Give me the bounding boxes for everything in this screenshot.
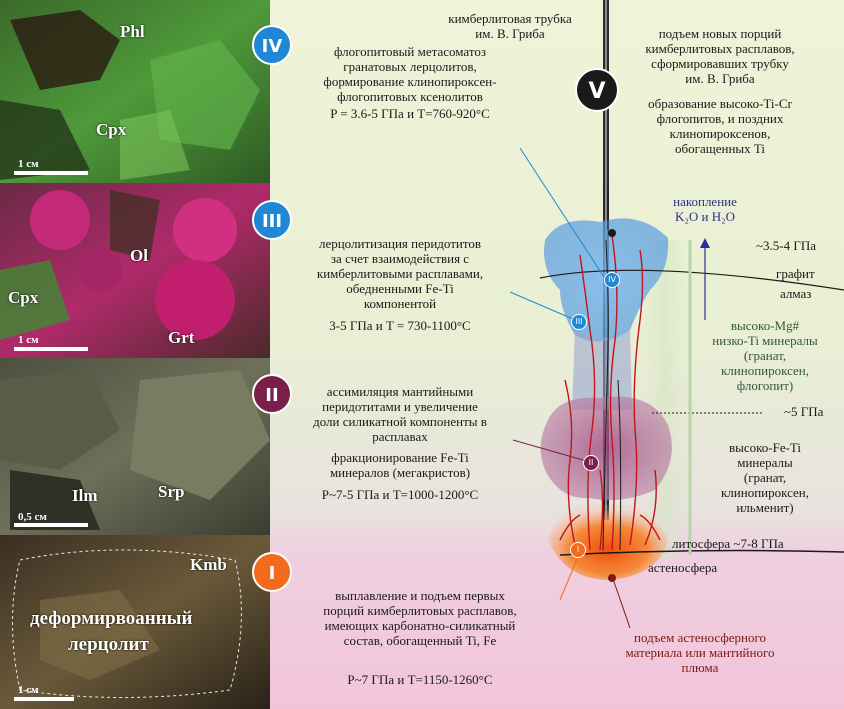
stage-I-text: выплавление и подъем первых — [285, 588, 555, 603]
lithosphere-label: литосфера ~7-8 ГПа — [672, 536, 784, 551]
stage-III-text: компонентой — [280, 296, 520, 311]
photo-label-cpx: Cpx — [8, 288, 38, 308]
stage-III-text: обедненными Fe-Ti — [280, 281, 520, 296]
stage-V-text: флогопитов, и поздних — [620, 111, 820, 126]
plume-text: материала или мантийного — [600, 645, 800, 660]
photo-label-kmb: Kmb — [190, 555, 227, 575]
pressure-5: ~5 ГПа — [784, 404, 823, 419]
photo-scale: 0,5 см — [18, 511, 47, 523]
photo-label-srp: Srp — [158, 482, 184, 502]
diamond-label: алмаз — [780, 286, 811, 301]
plume-marker-II: II — [583, 455, 599, 471]
stage-V-text: сформировавших трубку — [620, 56, 820, 71]
plume-text: подъем астеносферного — [600, 630, 800, 645]
stage-IV-pt: P = 3.6-5 ГПа и T=760-920°C — [290, 106, 530, 121]
high-fe-text: ильменит) — [695, 500, 835, 515]
stage-I-pt: P~7 ГПа и T=1150-1260°C — [285, 672, 555, 687]
plume-marker-IV: IV — [604, 272, 620, 288]
stage-V-text: образование высоко-Ti-Cr — [620, 96, 820, 111]
stage-badge-I: I — [252, 552, 292, 592]
stage-III-text: лерцолитизация перидотитов — [280, 236, 520, 251]
stage-badge-V: V — [575, 68, 619, 112]
high-fe-text: клинопироксен, — [695, 485, 835, 500]
stage-V-text: обогащенных Ti — [620, 141, 820, 156]
stage-IV-text: флогопитовых ксенолитов — [290, 89, 530, 104]
stage-I-text: порций кимберлитовых расплавов, — [285, 603, 555, 618]
stage-V-text: кимберлитовых расплавов, — [620, 41, 820, 56]
plume-text: плюма — [600, 660, 800, 675]
photo-stage-III — [0, 183, 270, 358]
stage-V-text: им. В. Гриба — [620, 71, 820, 86]
pressure-3-5-4: ~3.5-4 ГПа — [756, 238, 816, 253]
stage-V-text: клинопироксенов, — [620, 126, 820, 141]
stage-V-text: подъем новых порций — [620, 26, 820, 41]
photo-label-phl: Phl — [120, 22, 145, 42]
plume-marker-I: I — [570, 542, 586, 558]
stage-IV-text: формирование клинопироксен- — [290, 74, 530, 89]
photo-scale: 1 см — [18, 334, 39, 346]
stage-II-text: расплавах — [280, 429, 520, 444]
high-fe-text: (гранат, — [695, 470, 835, 485]
high-mg-text: клинопироксен, — [695, 363, 835, 378]
pipe-title-line2: им. В. Гриба — [420, 26, 600, 41]
high-mg-text: низко-Ti минералы — [695, 333, 835, 348]
k2o-text: K₂O и H₂O — [640, 209, 770, 224]
stage-badge-IV: IV — [252, 25, 292, 65]
stage-II-pt: P~7-5 ГПа и T=1000-1200°C — [280, 487, 520, 502]
stage-III-pt: 3-5 ГПа и T = 730-1100°C — [280, 318, 520, 333]
stage-III-text: кимберлитовыми расплавами, — [280, 266, 520, 281]
graphite-label: графит — [776, 266, 815, 281]
high-mg-text: высоко-Mg# — [695, 318, 835, 333]
pipe-title-line1: кимберлитовая трубка — [420, 11, 600, 26]
photo-scale: 1 см — [18, 684, 39, 696]
high-fe-text: высоко-Fe-Ti — [695, 440, 835, 455]
photo-label-deformed: деформирвоанный — [30, 608, 192, 630]
stage-II-text: перидотитами и увеличение — [280, 399, 520, 414]
stage-III-text: за счет взаимодействия с — [280, 251, 520, 266]
photo-label-grt: Grt — [168, 328, 194, 348]
stage-II-text: фракционирование Fe-Ti — [280, 450, 520, 465]
stage-IV-text: флогопитовый метасоматоз — [290, 44, 530, 59]
stage-II-text: минералов (мегакристов) — [280, 465, 520, 480]
high-mg-text: флогопит) — [695, 378, 835, 393]
stage-II-text: доли силикатной компоненты в — [280, 414, 520, 429]
stage-II-text: ассимиляция мантийными — [280, 384, 520, 399]
high-fe-text: минералы — [695, 455, 835, 470]
stage-I-text: состав, обогащенный Ti, Fe — [285, 633, 555, 648]
photo-label-ilm: Ilm — [72, 486, 98, 506]
plume-marker-III: III — [571, 314, 587, 330]
asthenosphere-label: астеносфера — [648, 560, 717, 575]
photo-label-ol: Ol — [130, 246, 148, 266]
photo-label-cpx: Cpx — [96, 120, 126, 140]
high-mg-text: (гранат, — [695, 348, 835, 363]
photo-label-lherzolite: лерцолит — [68, 634, 149, 656]
stage-badge-III: III — [252, 200, 292, 240]
stage-IV-text: гранатовых лерцолитов, — [290, 59, 530, 74]
photo-stage-II — [0, 358, 270, 535]
k2o-text: накопление — [640, 194, 770, 209]
photo-scale: 1 см — [18, 158, 39, 170]
stage-I-text: имеющих карбонатно-силикатный — [285, 618, 555, 633]
